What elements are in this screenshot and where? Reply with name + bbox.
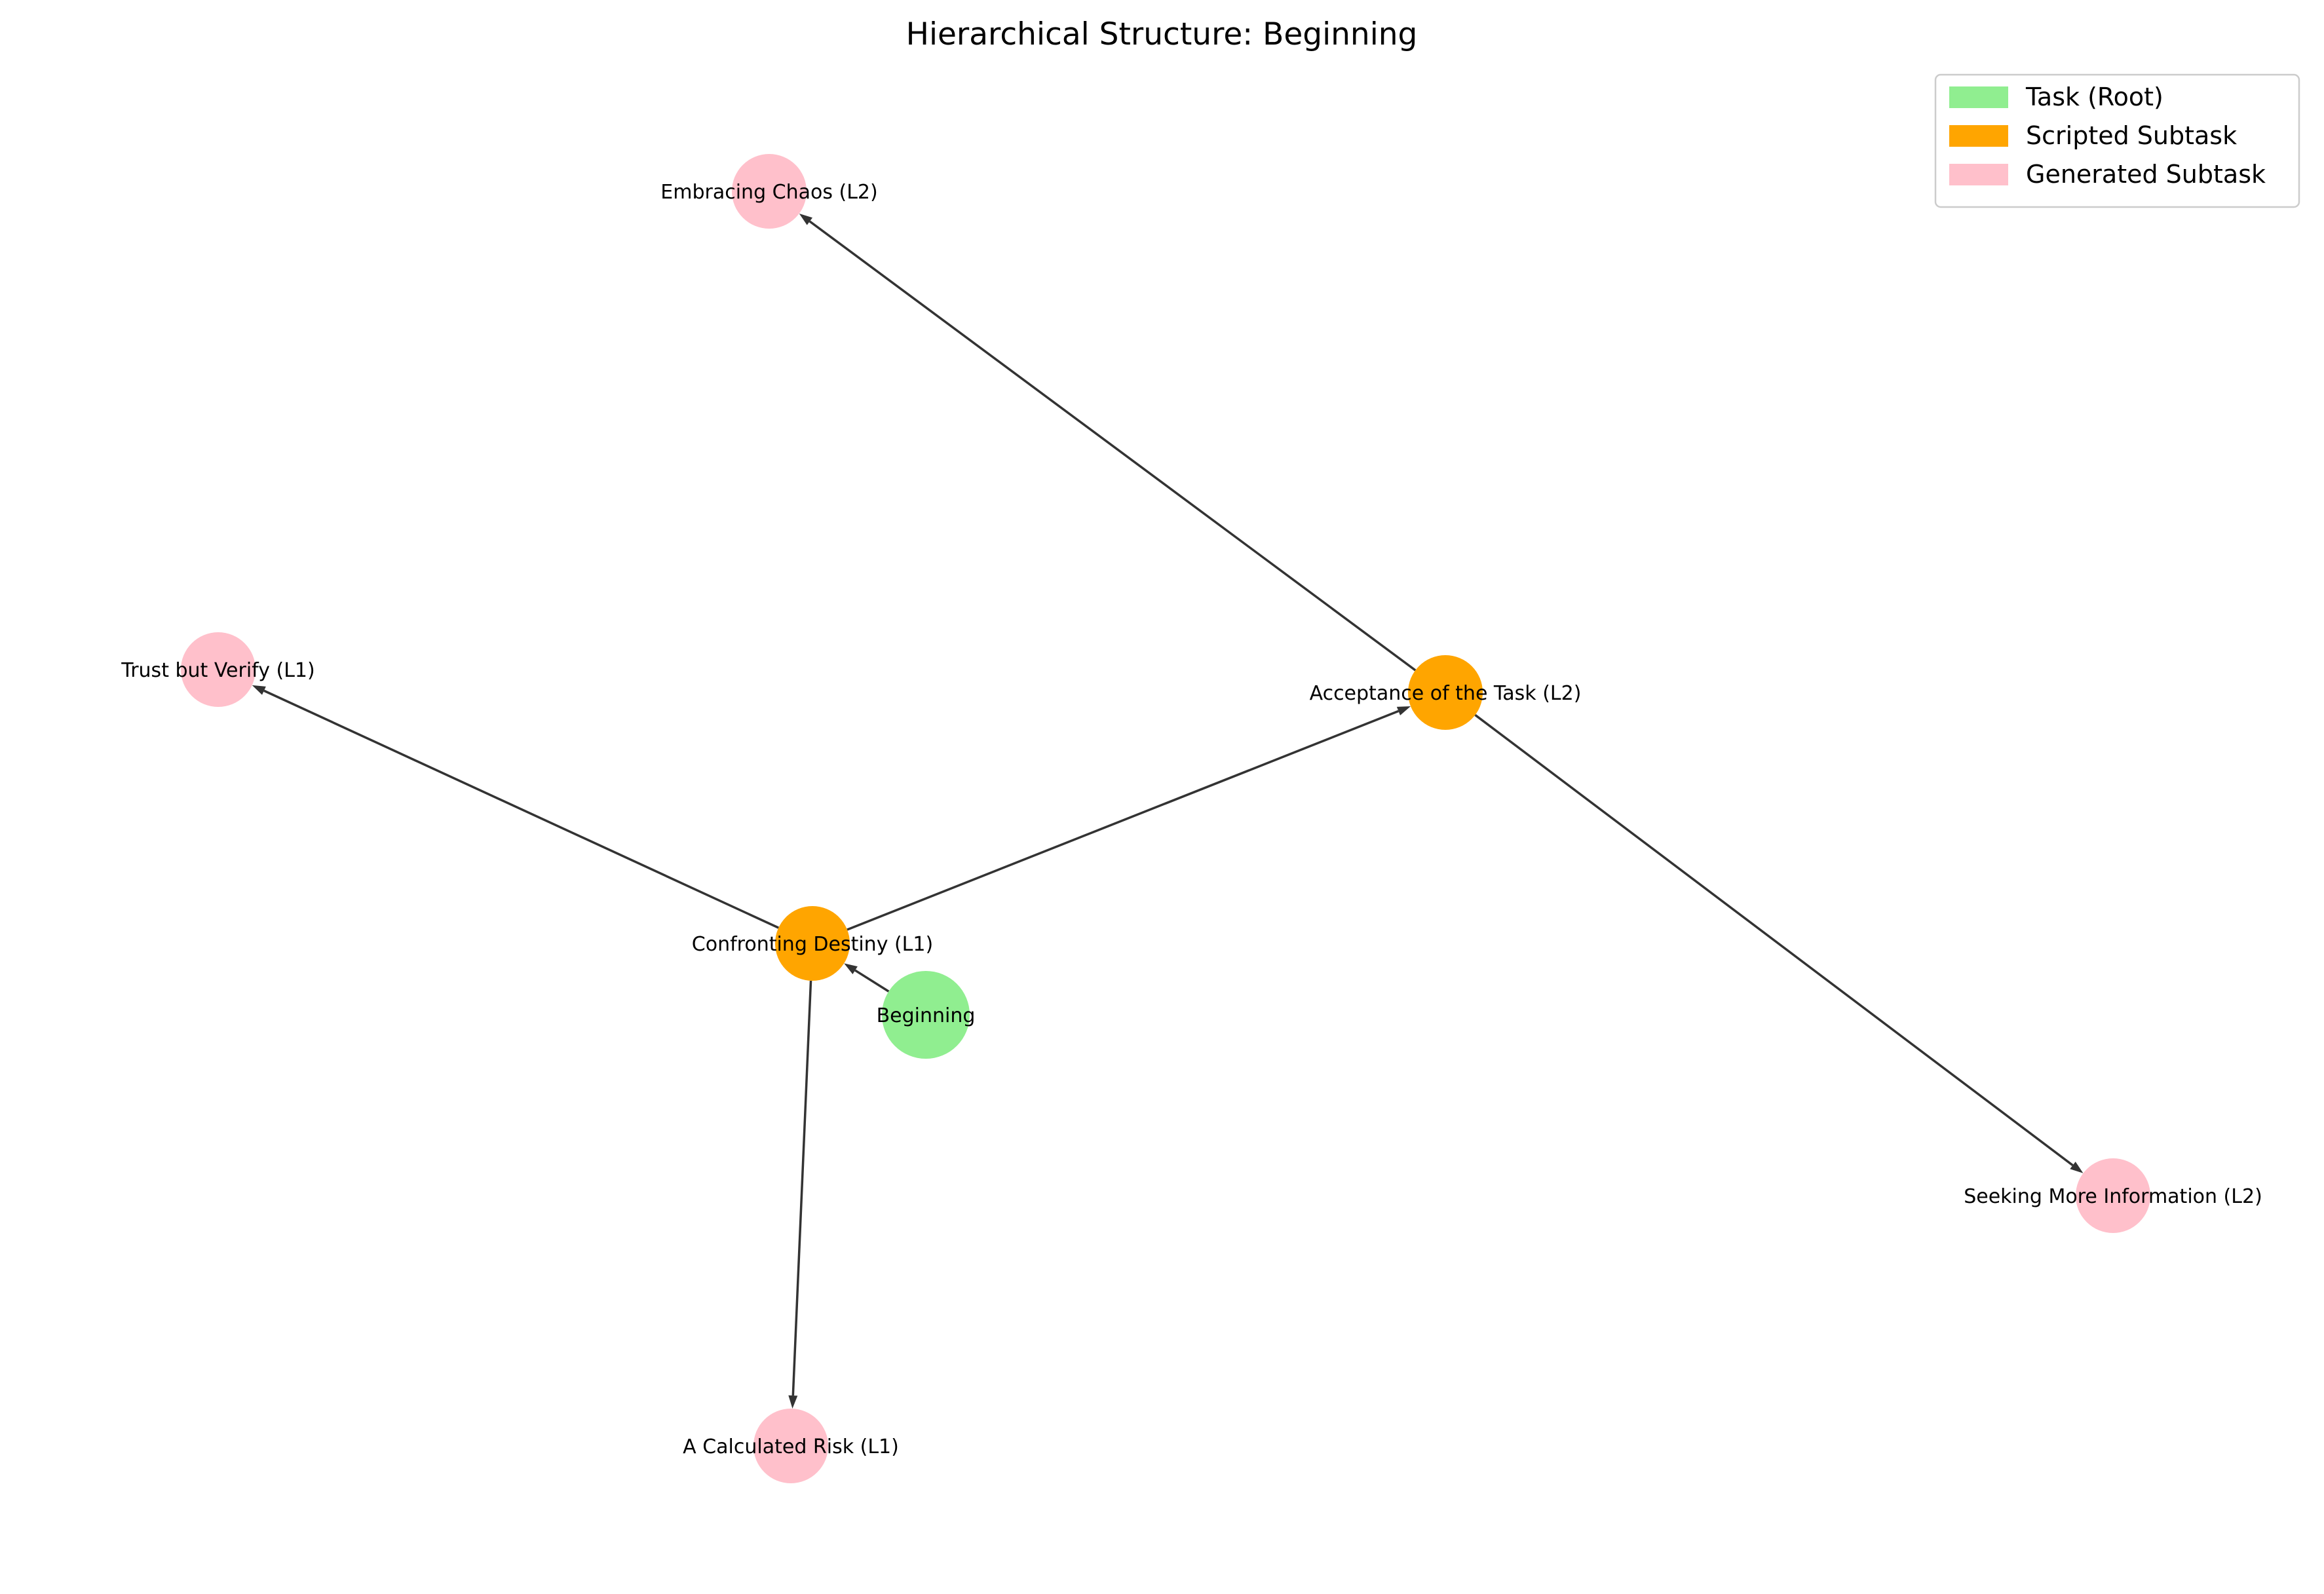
node-label-confronting: Confronting Destiny (L1): [692, 933, 933, 956]
arrowhead-confronting: [844, 963, 858, 974]
labels-layer: Beginning Confronting Destiny (L1) Accepta…: [121, 181, 2262, 1458]
nodes-layer: [181, 154, 2150, 1483]
node-embracing[interactable]: [732, 154, 807, 229]
edge-confronting-to-trust: [263, 689, 779, 929]
arrowhead-embracing: [799, 213, 813, 225]
legend-swatch-1: [1949, 125, 2008, 147]
legend-label-0: Task (Root): [2025, 83, 2163, 111]
node-acceptance[interactable]: [1408, 655, 1483, 730]
node-label-beginning: Beginning: [877, 1004, 976, 1027]
node-confronting[interactable]: [775, 906, 850, 981]
node-label-seeking: Seeking More Information (L2): [1964, 1185, 2262, 1208]
legend-swatch-0: [1949, 86, 2008, 108]
node-seeking[interactable]: [2076, 1158, 2150, 1233]
edge-acceptance-to-embracing: [809, 220, 1417, 672]
edge-beginning-to-confronting: [854, 969, 890, 993]
node-label-embracing: Embracing Chaos (L2): [660, 181, 877, 204]
legend-frame: [1934, 73, 2300, 208]
node-calculated[interactable]: [753, 1409, 828, 1483]
arrowhead-acceptance: [1396, 706, 1411, 715]
edges-layer: [252, 213, 2084, 1409]
legend-label-1: Scripted Subtask: [2026, 121, 2237, 150]
arrowhead-trust: [252, 685, 266, 695]
node-beginning[interactable]: [882, 971, 970, 1059]
node-label-acceptance: Acceptance of the Task (L2): [1310, 682, 1582, 705]
legend-swatch-2: [1949, 164, 2008, 185]
node-label-calculated: A Calculated Risk (L1): [683, 1435, 899, 1458]
edge-confronting-to-calculated: [791, 980, 812, 1396]
diagram-title: Hierarchical Structure: Beginning: [906, 16, 1418, 52]
edge-confronting-to-acceptance: [847, 710, 1400, 931]
node-trust[interactable]: [181, 632, 256, 707]
legend-label-2: Generated Subtask: [2026, 160, 2266, 189]
node-label-trust: Trust but Verify (L1): [121, 659, 314, 682]
arrowhead-seeking: [2070, 1162, 2084, 1173]
edge-acceptance-to-seeking: [1474, 713, 2074, 1167]
arrowhead-calculated: [788, 1395, 798, 1409]
